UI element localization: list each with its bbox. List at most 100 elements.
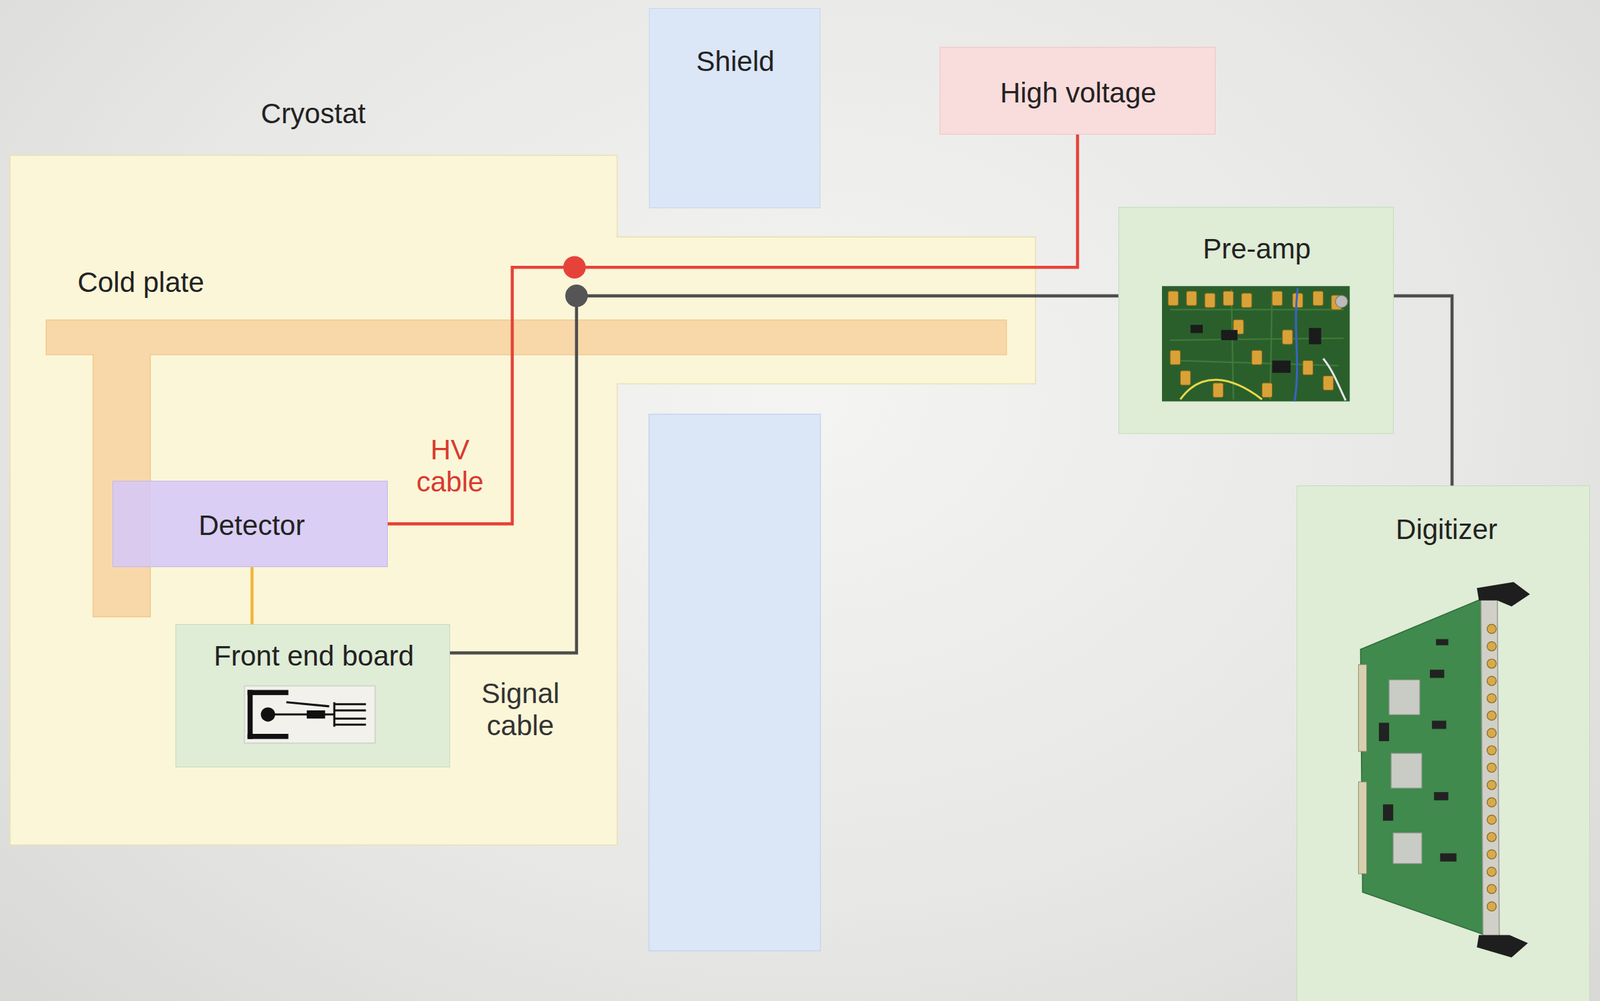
sma-connector (1487, 642, 1497, 652)
capacitor (1251, 350, 1262, 366)
cryostat-outline (10, 155, 1036, 846)
sma-connector (1487, 867, 1497, 877)
capacitor (1302, 360, 1313, 376)
digitizer-box: Digitizer (1296, 485, 1590, 1001)
sma-connector (1487, 624, 1497, 635)
node-label: Pre-amp (1202, 233, 1311, 266)
wire (1323, 358, 1347, 401)
ic-chip (1190, 324, 1203, 333)
capacitor (1323, 376, 1334, 391)
ejector-handle (1477, 582, 1531, 607)
front-panel (1481, 588, 1500, 944)
sma-connector (1487, 728, 1497, 739)
cable-line (1393, 296, 1452, 486)
label-anchor: HV cable (0, 0, 67, 65)
board-trace (334, 709, 366, 712)
node-label: Shield (696, 45, 775, 79)
ic-chip (1220, 330, 1238, 341)
sma-connector (1487, 711, 1497, 721)
shield-lower-block (648, 414, 821, 952)
ic-chip (1308, 328, 1321, 345)
wire (1180, 380, 1262, 400)
sma-connector (1487, 676, 1497, 686)
bus-connector (1358, 782, 1367, 875)
fpga-chip (1389, 680, 1421, 716)
board-trace (334, 703, 366, 706)
sma-connector (1487, 746, 1497, 756)
label-anchor: Signal cable (0, 0, 79, 65)
board-trace (333, 702, 336, 728)
board-pad (247, 734, 289, 740)
capacitor (1170, 350, 1181, 366)
capacitor (1261, 383, 1272, 398)
pcb-photo (1161, 286, 1350, 402)
ic-chip (1436, 639, 1449, 646)
ic-chip (1430, 669, 1445, 678)
cable-label: Signal cable (481, 677, 560, 743)
sma-connector (1487, 849, 1497, 860)
board-trace (334, 723, 366, 726)
pcb-trace (1170, 308, 1344, 311)
sma-connector (1487, 884, 1497, 895)
sma-connector (1487, 798, 1497, 808)
capacitor (1271, 291, 1282, 306)
capacitor (1312, 291, 1323, 306)
coldplate-illustration (46, 320, 1007, 617)
front-end-board: Front end board (175, 624, 451, 767)
sma-connector (1487, 902, 1497, 912)
board-pad (247, 690, 289, 696)
ic-chip (1378, 723, 1390, 742)
cable-label: HV cable (416, 433, 484, 499)
sma-connector (1487, 815, 1497, 826)
ic-chip (1383, 805, 1394, 822)
wire (1294, 288, 1298, 402)
capacitor (1282, 330, 1293, 345)
node-label: Cold plate (77, 266, 205, 300)
capacitor (1222, 291, 1233, 306)
node-label: Digitizer (1395, 513, 1498, 547)
capacitor (1180, 371, 1191, 386)
sma-connector (1487, 780, 1497, 791)
board-pad (247, 690, 254, 740)
vme-board (1360, 598, 1486, 936)
shield-block: Shield (648, 8, 821, 209)
fpga-chip (1391, 753, 1423, 789)
node-label: Detector (198, 509, 305, 543)
ic-chip (1440, 853, 1457, 862)
board-trace (334, 717, 366, 720)
node-label: High voltage (999, 77, 1156, 110)
cable-line (387, 134, 1078, 524)
board-trace (286, 702, 330, 707)
ic-chip (1434, 792, 1449, 801)
digitizer-illustration (1297, 486, 1590, 1001)
ic-chip (1271, 360, 1290, 374)
capacitor (1168, 291, 1179, 306)
detector-box: Detector (112, 480, 388, 568)
cold-plate: Cold plate (46, 320, 1007, 617)
fpga-chip (1393, 833, 1423, 864)
board-trace (267, 713, 335, 716)
capacitor (1186, 291, 1197, 306)
capacitor (1241, 293, 1252, 308)
cold-plate-shape (46, 320, 1007, 617)
trimmer (1335, 295, 1348, 308)
node-label: Front end board (213, 640, 414, 674)
cable-line (250, 567, 254, 625)
ic-chip (1432, 721, 1447, 730)
bus-connector (1358, 665, 1367, 753)
sma-connector (1487, 832, 1497, 842)
sma-connector (1487, 659, 1497, 669)
sma-connector (1487, 693, 1497, 704)
high-voltage-supply: High voltage (939, 46, 1215, 135)
ejector-handle (1477, 935, 1529, 959)
board-icon (244, 686, 376, 744)
preamp-box: Pre-amp (1118, 206, 1394, 434)
capacitor (1204, 293, 1215, 308)
capacitor (1212, 383, 1223, 398)
sma-connector (1487, 763, 1497, 773)
hv-feedthrough (563, 255, 587, 279)
